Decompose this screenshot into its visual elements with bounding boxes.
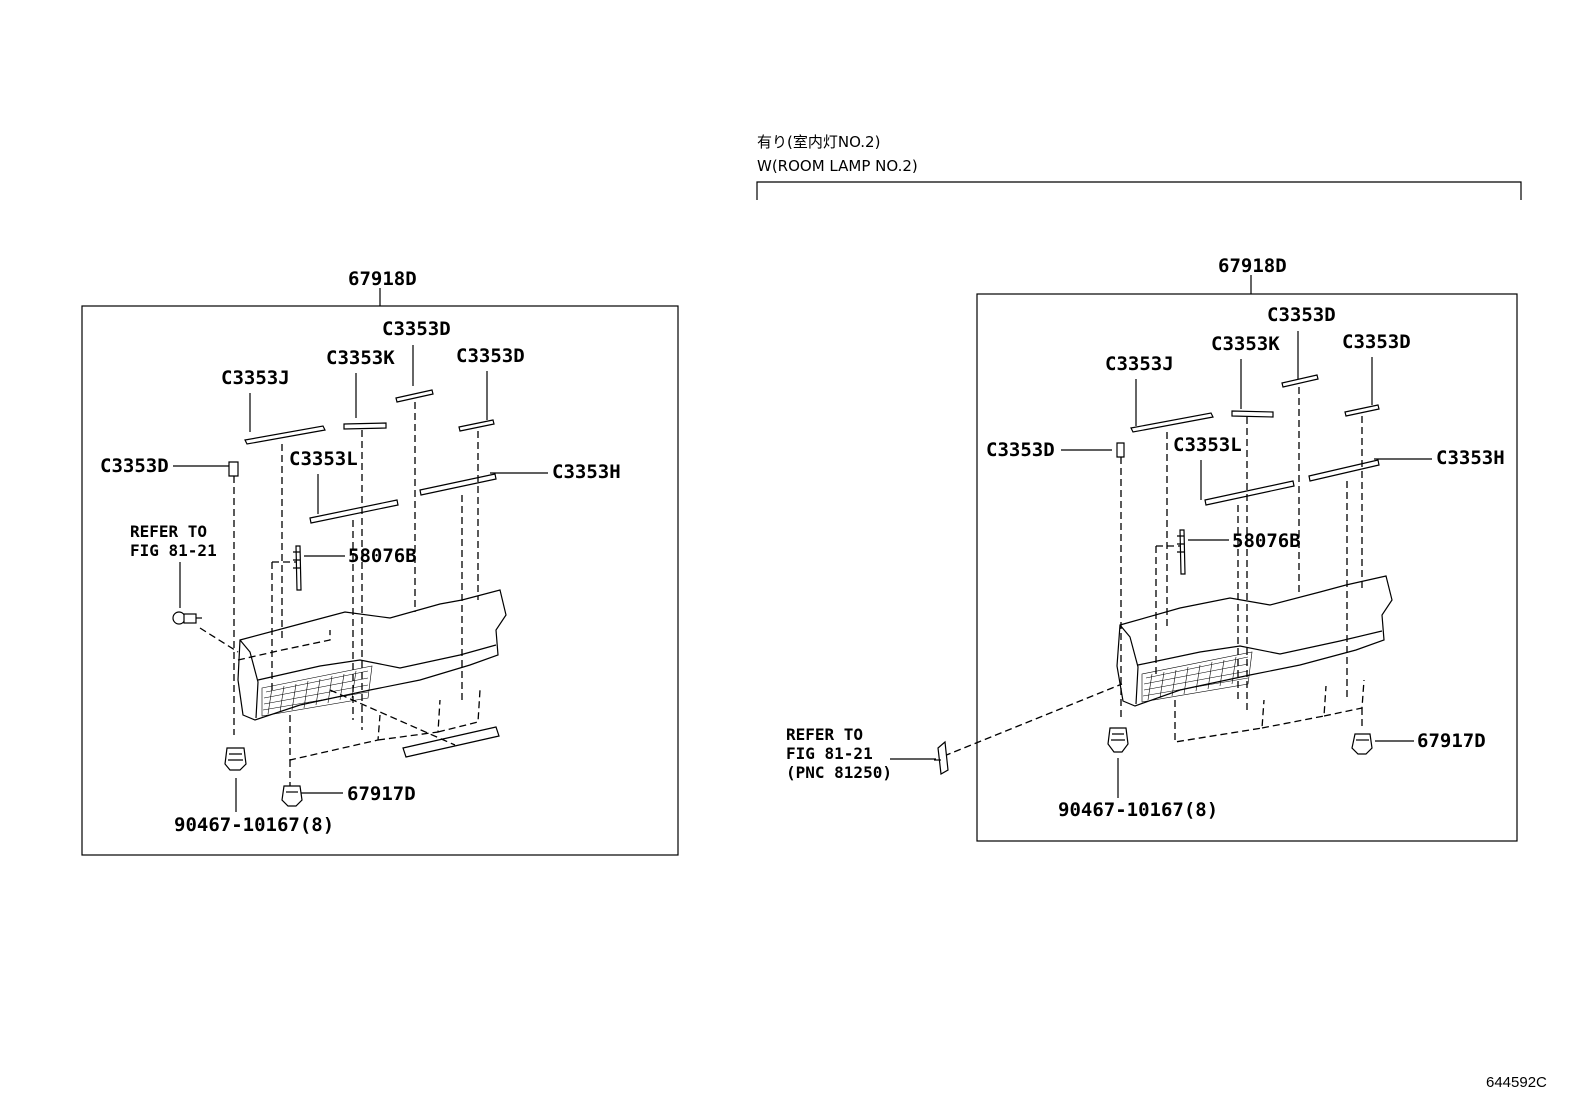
right-assembly-label: 67918D xyxy=(1218,255,1287,277)
right-label-c3353k: C3353K xyxy=(1211,333,1280,355)
left-scuff-plate xyxy=(237,589,507,721)
left-assembly-frame xyxy=(81,305,679,856)
right-plate-grate-lines xyxy=(1142,656,1249,697)
left-dashed-guides xyxy=(199,402,481,790)
left-plate-grate xyxy=(261,665,373,717)
left-diagram: 67918D C3353D C3353K C3353D C3353J C3353… xyxy=(81,268,679,856)
left-label-c3353k: C3353K xyxy=(326,347,395,369)
left-plate-outline xyxy=(237,589,507,721)
left-strip-c3353k xyxy=(343,422,387,430)
right-label-67917d: 67917D xyxy=(1417,730,1486,752)
right-clip-67917d xyxy=(1351,733,1373,755)
right-assembly-frame xyxy=(976,293,1518,842)
right-dashed-guides xyxy=(943,387,1365,757)
left-label-c3353d-top: C3353D xyxy=(382,318,451,340)
right-plate-outline xyxy=(1116,575,1393,707)
right-refer-line2: FIG 81-21 xyxy=(786,744,873,763)
left-plate-ridge xyxy=(257,644,497,681)
left-label-c3353h: C3353H xyxy=(552,461,621,483)
right-strip-c3353j xyxy=(1130,412,1214,433)
right-strips xyxy=(1116,374,1380,506)
left-label-c3353j: C3353J xyxy=(221,367,290,389)
left-strip-c3353h xyxy=(419,473,497,496)
right-label-58076b: 58076B xyxy=(1232,530,1301,552)
left-label-c3353d-left: C3353D xyxy=(100,455,169,477)
right-strip-c3353d-right xyxy=(1344,404,1380,417)
left-fastener-refer xyxy=(172,611,202,625)
left-bracket-58076b xyxy=(293,545,302,591)
left-plate-grate-lines xyxy=(262,670,369,711)
right-strip-c3353l xyxy=(1204,480,1295,506)
right-clip-90467 xyxy=(1107,727,1129,753)
left-clip-90467 xyxy=(224,747,247,771)
left-strip-lower-trim xyxy=(402,726,500,758)
variant-bracket xyxy=(756,181,1522,200)
variant-header-jp: 有り(室内灯NO.2) xyxy=(757,133,880,151)
left-assembly-label: 67918D xyxy=(348,268,417,290)
right-label-c3353h: C3353H xyxy=(1436,447,1505,469)
right-refer-line1: REFER TO xyxy=(786,725,863,744)
left-strip-c3353d-top xyxy=(395,389,434,403)
right-strip-c3353d-small xyxy=(1116,442,1125,458)
right-plate-fold xyxy=(1119,624,1139,705)
right-bracket-58076b xyxy=(1177,529,1186,575)
right-diagram: 67918D C3353D C3353K C3353D C3353J C3353… xyxy=(786,255,1518,842)
left-refer-line1: REFER TO xyxy=(130,522,207,541)
left-strip-c3353j xyxy=(244,425,326,445)
figure-id: 644592C xyxy=(1486,1074,1547,1091)
right-fastener-refer xyxy=(934,740,949,775)
variant-header: 有り(室内灯NO.2) W(ROOM LAMP NO.2) xyxy=(756,133,1522,200)
right-strip-c3353k xyxy=(1231,410,1274,418)
right-scuff-plate xyxy=(1116,575,1393,707)
left-strip-c3353d-small xyxy=(228,461,239,477)
left-label-c3353d-right: C3353D xyxy=(456,345,525,367)
right-strip-c3353d-top xyxy=(1281,374,1319,388)
left-label-58076b: 58076B xyxy=(348,545,417,567)
left-plate-grate-cross xyxy=(267,670,357,715)
left-refer-line2: FIG 81-21 xyxy=(130,541,217,560)
left-strips xyxy=(228,389,500,758)
left-label-67917d: 67917D xyxy=(347,783,416,805)
right-label-c3353l: C3353L xyxy=(1173,434,1242,456)
right-label-clip: 90467-10167(8) xyxy=(1058,799,1218,821)
right-plate-grate xyxy=(1141,651,1253,703)
right-label-c3353d-left: C3353D xyxy=(986,439,1055,461)
left-strip-c3353d-right xyxy=(458,419,495,432)
variant-header-en: W(ROOM LAMP NO.2) xyxy=(757,157,918,175)
left-label-c3353l: C3353L xyxy=(289,448,358,470)
right-plate-grate-cross xyxy=(1147,656,1237,701)
left-clip-67917d xyxy=(281,785,303,807)
left-strip-c3353l xyxy=(309,499,399,524)
left-label-clip: 90467-10167(8) xyxy=(174,814,334,836)
right-label-c3353d-top: C3353D xyxy=(1267,304,1336,326)
right-label-c3353j: C3353J xyxy=(1105,353,1174,375)
right-strip-c3353h xyxy=(1308,459,1380,482)
left-plate-fold xyxy=(239,639,259,719)
right-label-c3353d-right: C3353D xyxy=(1342,331,1411,353)
right-refer-line3: (PNC 81250) xyxy=(786,763,892,782)
